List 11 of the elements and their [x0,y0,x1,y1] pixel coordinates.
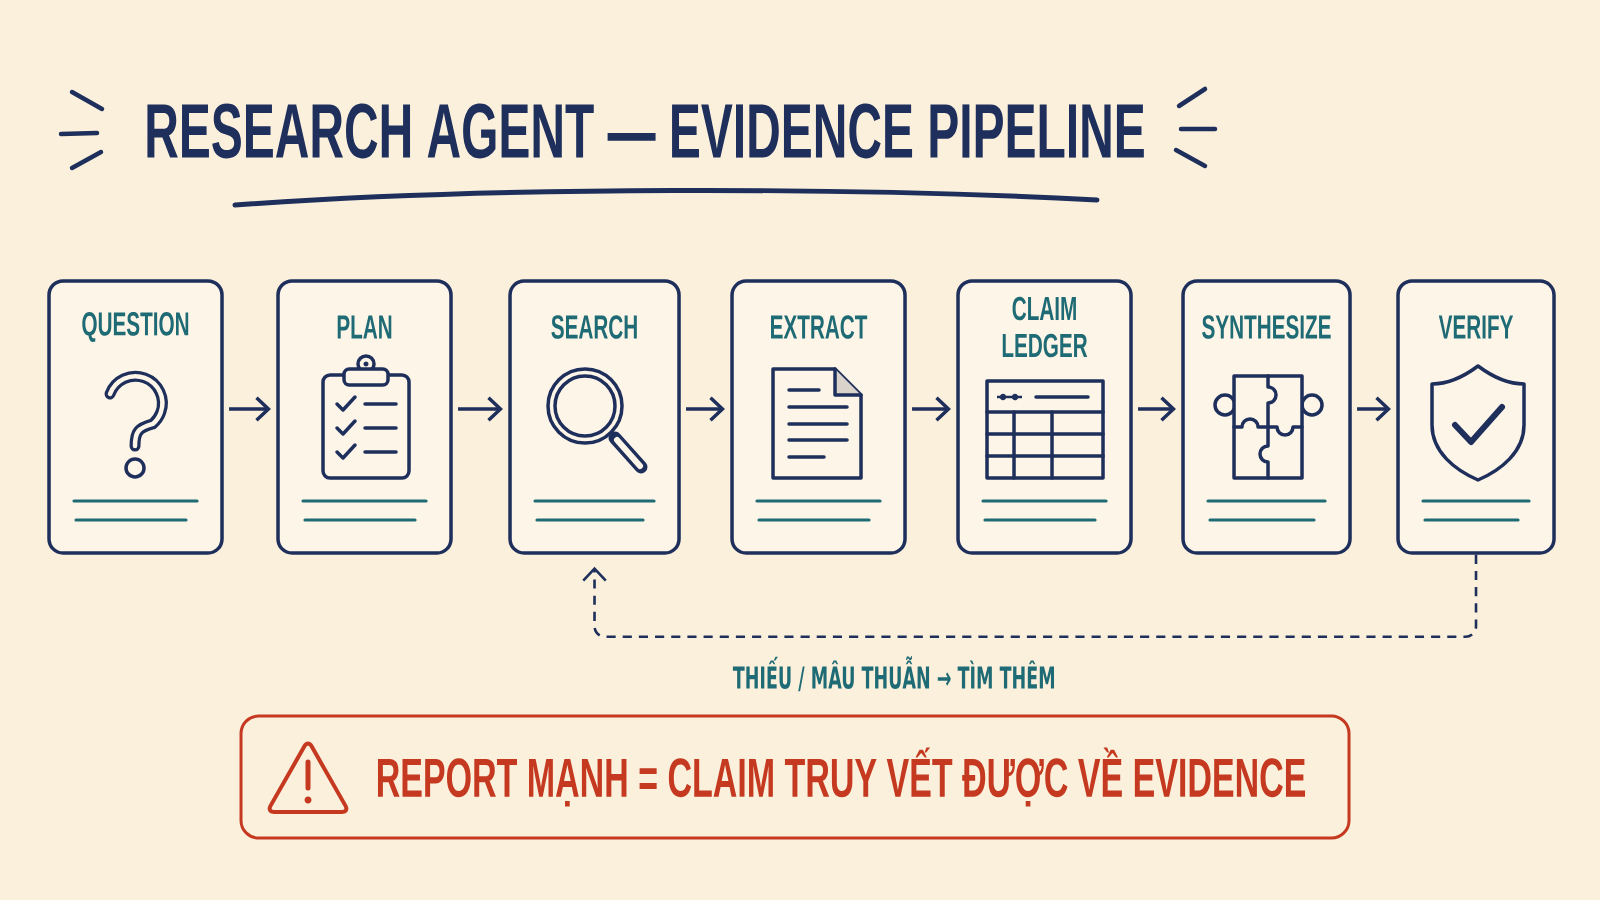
title: RESEARCH AGENT — EVIDENCE PIPELINE [147,103,1144,159]
arrow [686,396,725,422]
arrow [229,396,271,422]
arrow [458,396,503,422]
step-card: QUESTION [47,279,224,555]
dashed-arrow [582,554,1478,639]
arrow [1357,396,1391,422]
warning-banner: REPORT MẠNH = CLAIM TRUY VẾT ĐƯỢC VỀ EVIDENCE [239,714,1351,840]
edge-label: THIẾU / MÂU THUẪN → TÌM THÊM [729,652,1060,695]
arrow [912,396,951,422]
arrow [1138,396,1176,422]
